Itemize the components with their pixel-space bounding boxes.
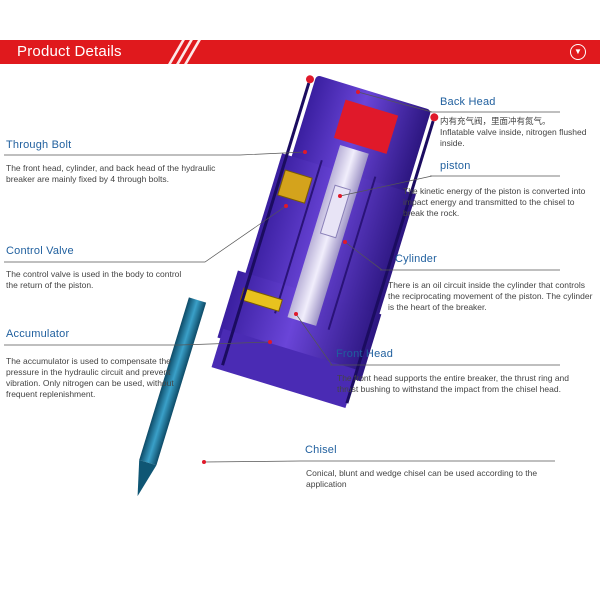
back-head-label: Back Head: [440, 96, 496, 108]
leader-lines: [4, 91, 560, 463]
accumulator-desc: The accumulator is used to compensate th…: [6, 356, 174, 399]
back-head-desc-en: Inflatable valve inside, nitrogen flushe…: [440, 127, 587, 148]
piston-label: piston: [440, 160, 471, 172]
front-head-label: Front Head: [336, 348, 394, 360]
breaker-body: [211, 75, 439, 408]
back-head-desc: 内有充气阀，里面冲有氮气。 Inflatable valve inside, n…: [440, 116, 590, 149]
control-valve-desc: The control valve is used in the body to…: [6, 269, 182, 290]
through-bolt-label: Through Bolt: [6, 139, 72, 151]
chisel-desc: Conical, blunt and wedge chisel can be u…: [306, 468, 538, 489]
chisel-label: Chisel: [305, 444, 337, 456]
through-bolt-desc: The front head, cylinder, and back head …: [6, 163, 216, 184]
chevron-down-icon[interactable]: ▼: [570, 44, 586, 60]
cylinder-label: Cylinder: [395, 253, 437, 265]
accumulator-label: Accumulator: [6, 328, 70, 340]
header-banner: Product Details ▼: [0, 40, 600, 64]
back-head-desc-cn: 内有充气阀，里面冲有氮气。: [440, 116, 551, 126]
page-title: Product Details: [17, 43, 122, 60]
chisel-shape: [137, 297, 207, 497]
front-head-desc: The front head supports the entire break…: [337, 373, 570, 394]
cylinder-desc: There is an oil circuit inside the cylin…: [388, 280, 593, 312]
piston-desc: The kinetic energy of the piston is conv…: [403, 186, 586, 218]
control-valve-label: Control Valve: [6, 245, 74, 257]
